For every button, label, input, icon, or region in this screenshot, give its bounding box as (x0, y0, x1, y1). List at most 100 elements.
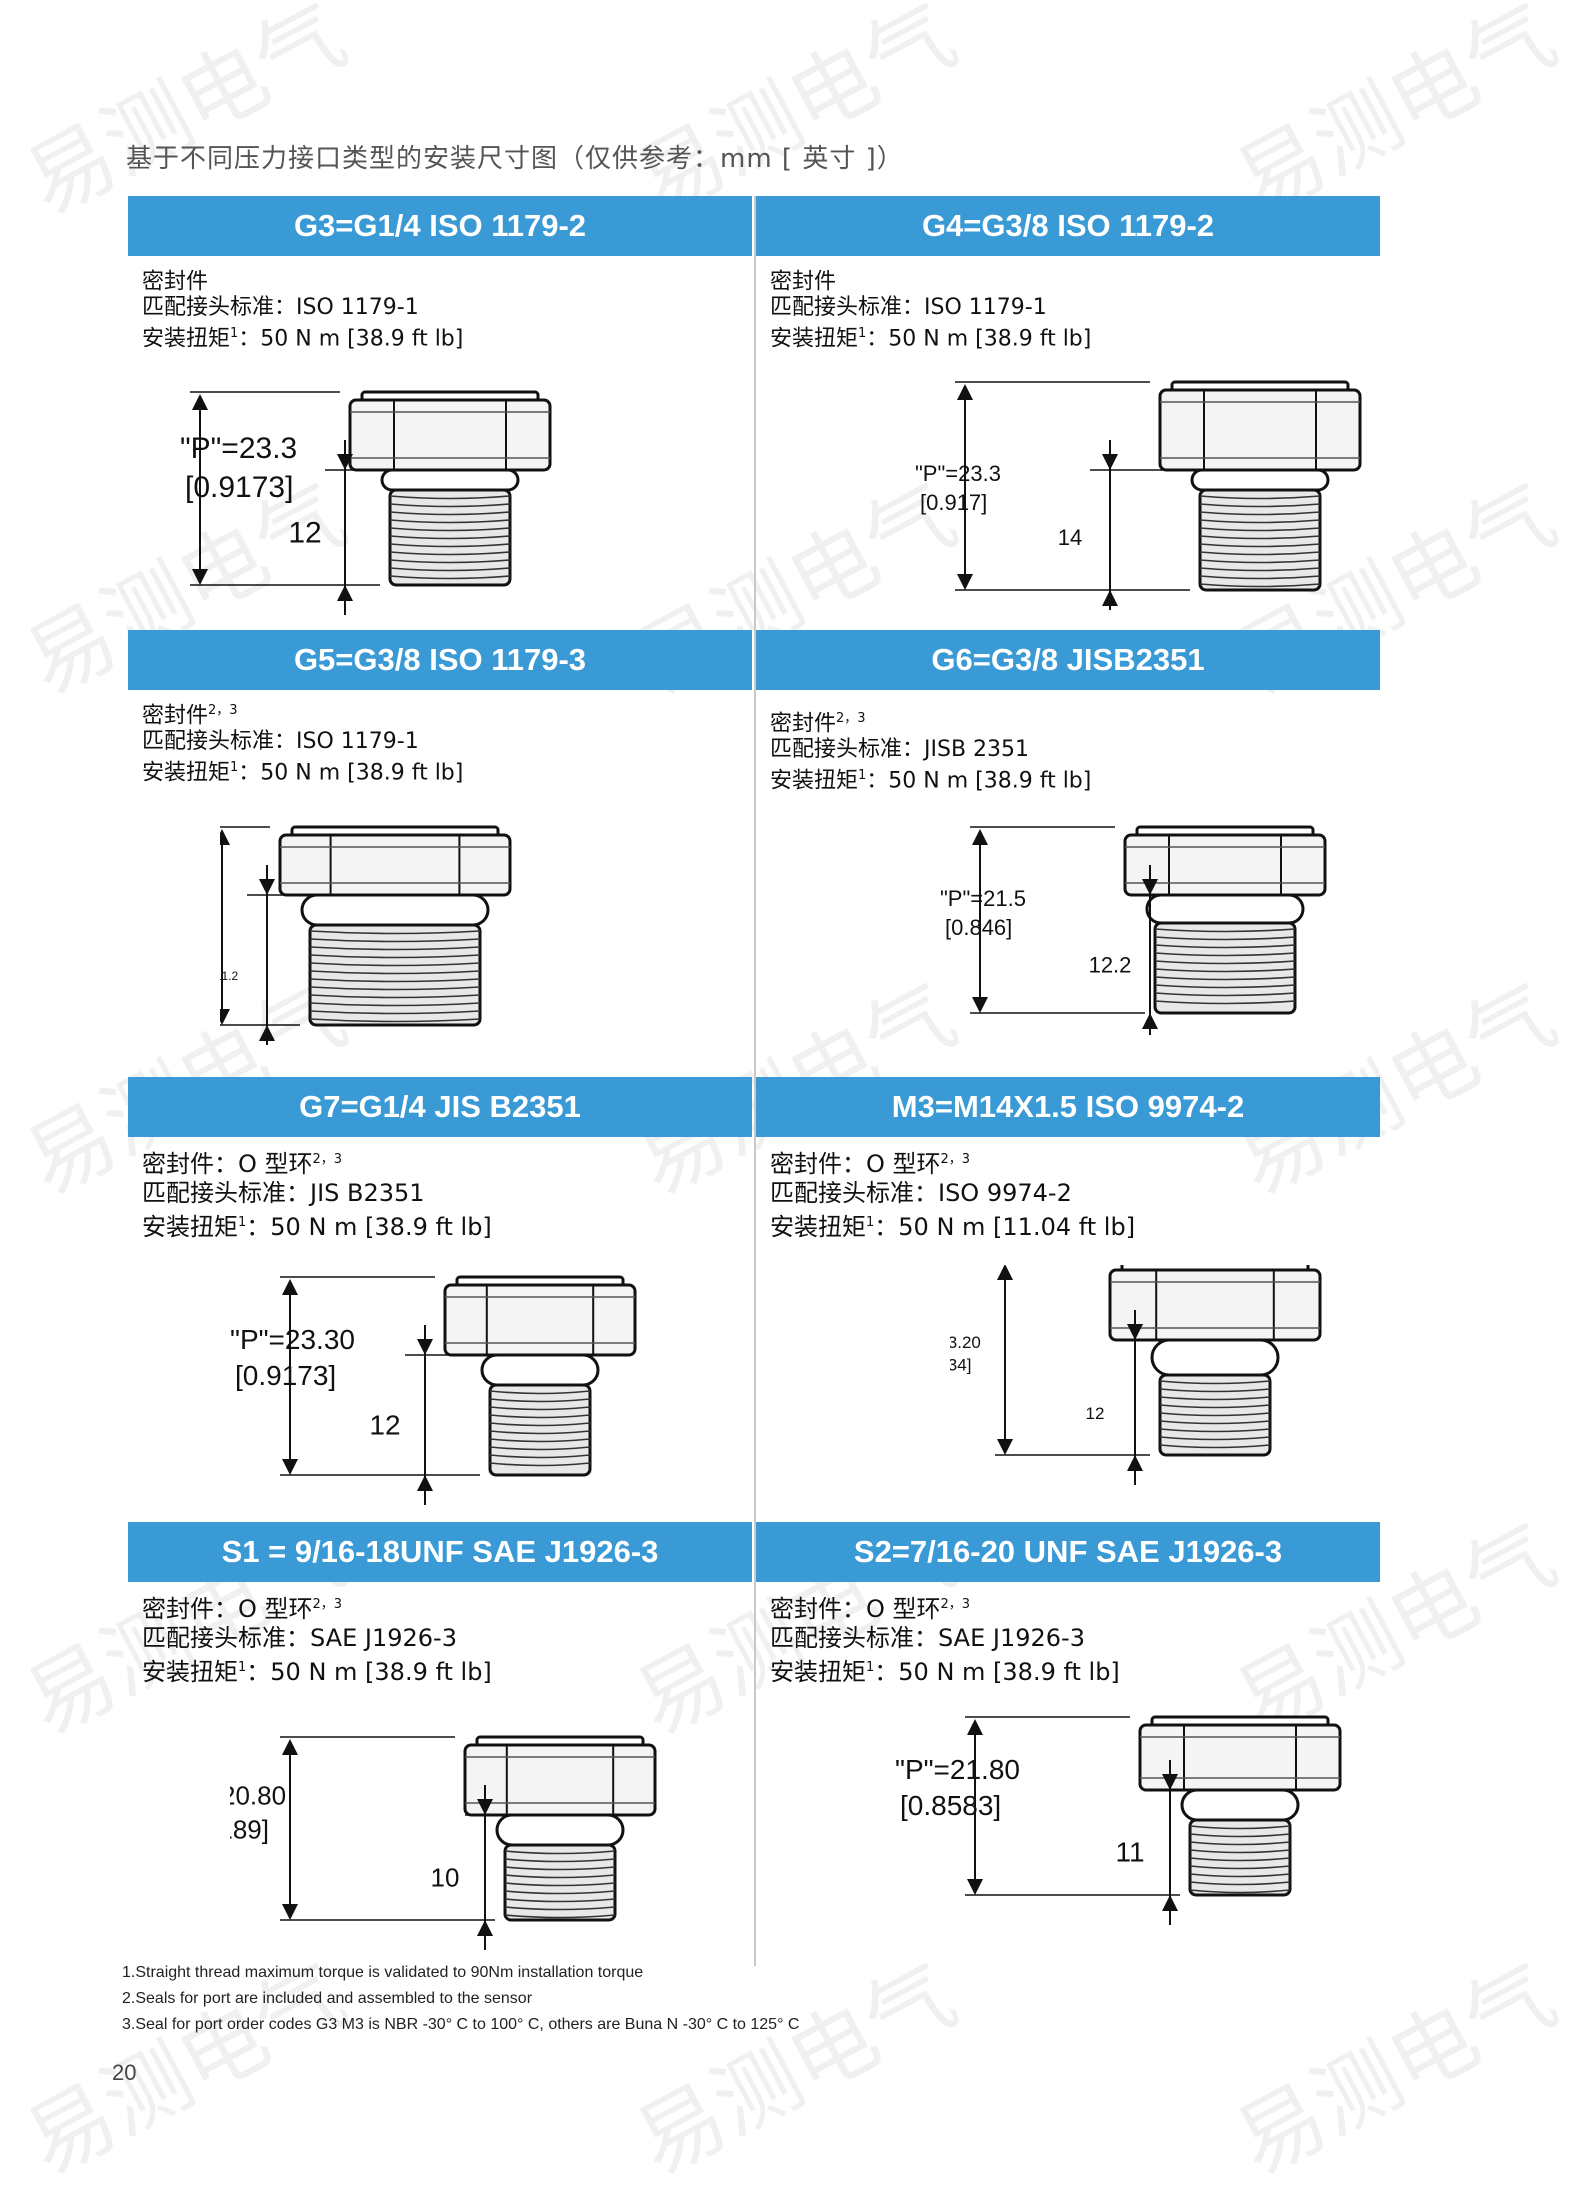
thread-line (1199, 551, 1321, 556)
thread-line (504, 1882, 616, 1887)
thread-line (1189, 1881, 1291, 1886)
fitting-hex (1123, 833, 1327, 897)
fitting-seal (480, 1353, 600, 1387)
thread-length-label: 11 (1115, 1836, 1144, 1867)
thread-line (504, 1866, 616, 1871)
thread-length-label: 14 (1058, 525, 1082, 550)
torque-footnote-ref: 1 (858, 326, 867, 342)
thread-line (309, 946, 481, 951)
thread-line (1154, 936, 1296, 941)
dimension-arrow (259, 879, 275, 895)
pressure-dimension-label: "P"=20.80 (230, 1781, 286, 1811)
port-specs: 密封件2，3 匹配接头标准：JISB 2351 安装扭矩1：50 N m [38… (756, 690, 1380, 795)
thread-line (309, 930, 481, 935)
dimension-arrow (337, 454, 353, 470)
dimension-arrow (972, 829, 988, 845)
thread-line (309, 994, 481, 999)
port-title: S2=7/16-20 UNF SAE J1926-3 (756, 1522, 1380, 1582)
thread-line (1154, 976, 1296, 981)
thread-line (1154, 960, 1296, 965)
thread-line (1154, 968, 1296, 973)
thread-line (309, 986, 481, 991)
pressure-dimension-label: "P"=23.30 (230, 1324, 355, 1355)
seal-text: 密封件：O 型环 (142, 1150, 313, 1178)
torque-footnote-ref: 1 (230, 326, 239, 342)
torque-footnote-ref: 1 (230, 760, 239, 776)
thread-line (309, 962, 481, 967)
thread-line (1189, 1857, 1291, 1862)
thread-length-label: 10 (431, 1862, 460, 1892)
thread-line (389, 519, 511, 524)
seal-footnote-ref: 2，3 (836, 711, 866, 726)
dimension-arrow (220, 829, 230, 845)
dimension-arrow (477, 1799, 493, 1815)
thread-line (504, 1874, 616, 1879)
dimension-arrow (1127, 1324, 1143, 1340)
thread-line (389, 535, 511, 540)
thread-line (309, 938, 481, 943)
thread-line (389, 567, 511, 572)
port-specs: 密封件：O 型环2，3 匹配接头标准：SAE J1926-3 安装扭矩1：50 … (756, 1582, 1380, 1687)
torque-value: ：50 N m [38.9 ft lb] (238, 760, 464, 786)
port-card: M3=M14X1.5 ISO 9974-2 密封件：O 型环2，3 匹配接头标准… (756, 1077, 1380, 1242)
standard-text: 匹配接头标准：ISO 9974-2 (770, 1179, 1072, 1207)
thread-line (1159, 1444, 1271, 1449)
dimension-drawing: "P"=23.30[0.9173]12 (230, 1275, 637, 1505)
dimension-arrow (1102, 454, 1118, 470)
thread-line (1189, 1833, 1291, 1838)
port-card: G6=G3/8 JISB2351 密封件2，3 匹配接头标准：JISB 2351… (756, 630, 1380, 795)
port-title: S1 = 9/16-18UNF SAE J1926-3 (128, 1522, 752, 1582)
dimension-arrow (192, 394, 208, 410)
fitting-thread (308, 923, 482, 1027)
torque-label: 安装扭矩 (770, 768, 859, 794)
thread-line (309, 1002, 481, 1007)
thread-line (389, 559, 511, 564)
seal-text: 密封件：O 型环 (770, 1595, 941, 1623)
pressure-dimension-label: "P"=21.80 (895, 1754, 1020, 1785)
port-specs: 密封件：O 型环2，3 匹配接头标准：SAE J1926-3 安装扭矩1：50 … (128, 1582, 752, 1687)
thread-line (389, 527, 511, 532)
fitting-thread (1198, 488, 1322, 592)
page-number: 20 (112, 2060, 137, 2085)
column-divider (754, 196, 756, 1966)
thread-line (489, 1398, 591, 1403)
thread-length-label: 12 (1086, 1404, 1105, 1423)
port-title: G5=G3/8 ISO 1179-3 (128, 630, 752, 690)
torque-footnote-ref: 1 (238, 1660, 247, 1675)
thread-length-label: 12 (288, 516, 321, 549)
torque-footnote-ref: 1 (866, 1660, 875, 1675)
fitting-hex (463, 1743, 657, 1817)
thread-line (1159, 1420, 1271, 1425)
thread-line (489, 1438, 591, 1443)
torque-label: 安装扭矩 (770, 1213, 866, 1241)
torque-value: ：50 N m [11.04 ft lb] (874, 1213, 1136, 1241)
thread-line (504, 1898, 616, 1903)
pressure-dimension-label: "P"=23.3 (180, 432, 297, 465)
torque-label: 安装扭矩 (142, 1213, 238, 1241)
thread-line (1189, 1849, 1291, 1854)
thread-line (1199, 495, 1321, 500)
thread-line (1199, 567, 1321, 572)
dimension-drawing: "P"=23.3[0.917]14 (915, 380, 1362, 610)
fitting-seal (1190, 468, 1330, 492)
seal-text: 密封件 (142, 703, 209, 729)
thread-line (1189, 1841, 1291, 1846)
torque-label: 安装扭矩 (142, 760, 231, 786)
pressure-dimension-inch: [0.9134] (950, 1355, 971, 1374)
pressure-dimension-inch: [0.8583] (900, 1790, 1001, 1821)
thread-line (504, 1890, 616, 1895)
thread-line (489, 1414, 591, 1419)
torque-value: ：50 N m [38.9 ft lb] (866, 326, 1092, 352)
dimension-arrow (997, 1265, 1013, 1280)
port-card: G7=G1/4 JIS B2351 密封件：O 型环2，3 匹配接头标准：JIS… (128, 1077, 752, 1242)
thread-line (1154, 928, 1296, 933)
thread-line (489, 1422, 591, 1427)
standard-text: 匹配接头标准：ISO 1179-1 (142, 295, 419, 321)
thread-line (1199, 583, 1321, 588)
seal-footnote-ref: 2，3 (940, 1597, 971, 1612)
thread-length-label: 11.2 (220, 969, 239, 983)
thread-line (1199, 511, 1321, 516)
standard-text: 匹配接头标准：ISO 1179-1 (770, 295, 1047, 321)
pressure-dimension-inch: [0.9173] (185, 471, 293, 504)
pressure-dimension-label: "P"=21.5 (940, 886, 1026, 911)
